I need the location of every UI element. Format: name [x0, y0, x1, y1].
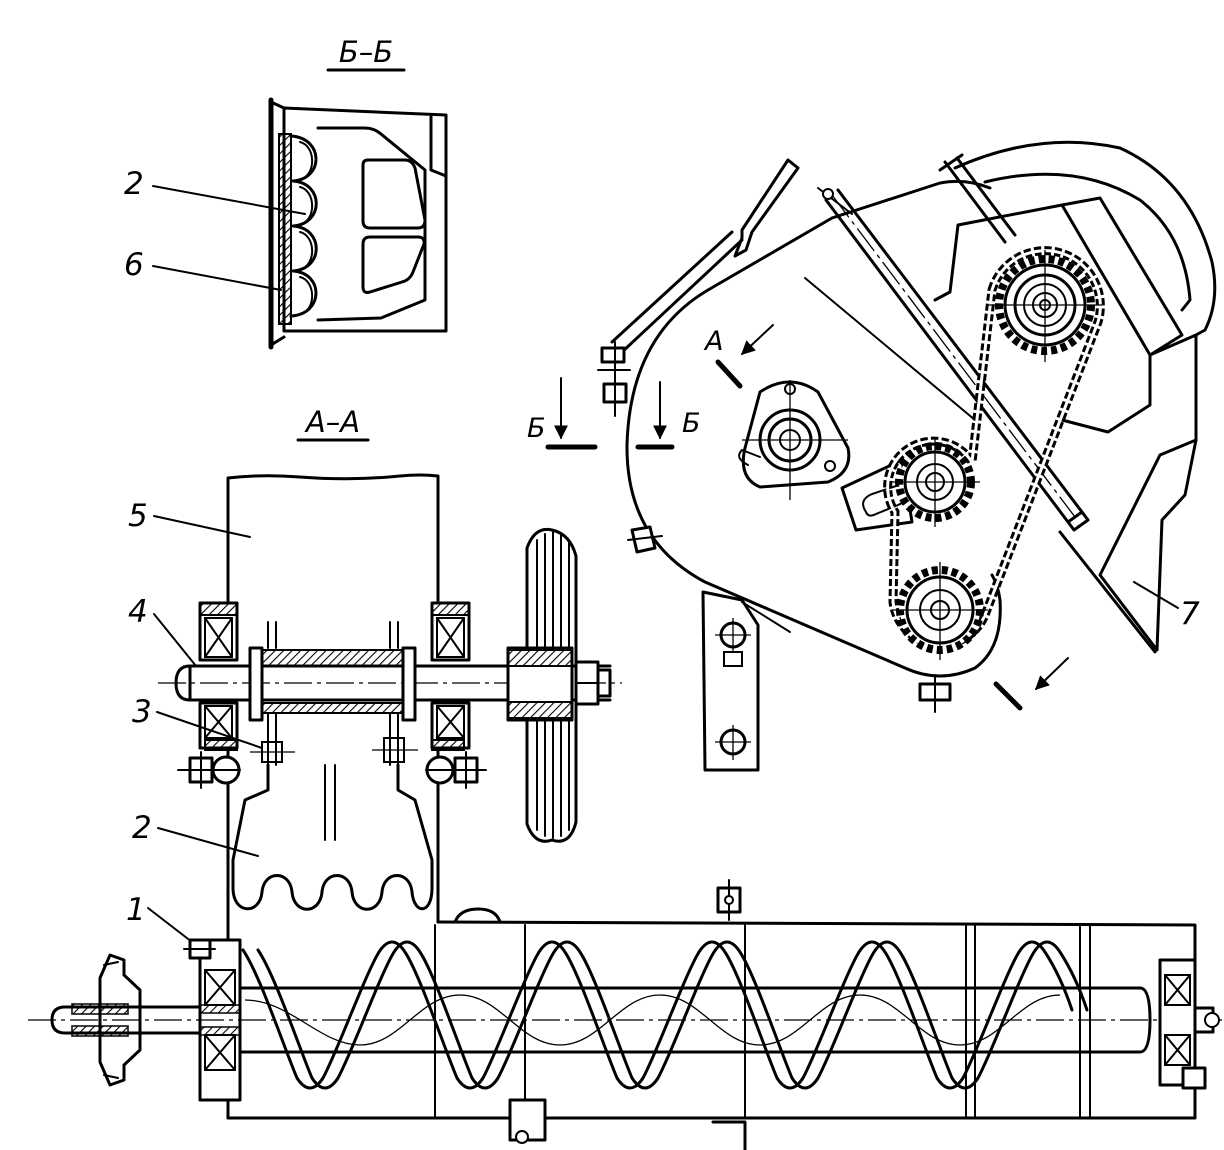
auger-assembly — [28, 879, 1222, 1150]
sprocket-upper — [988, 250, 1102, 362]
guide-bar-bolt-head — [822, 188, 834, 200]
shaft-sleeve — [248, 621, 417, 722]
guard-plate — [1060, 196, 1184, 357]
scraper-plate-outline — [316, 126, 427, 322]
cut-mark-b-right: Б — [635, 381, 701, 450]
side-view: А Б Б 7 — [527, 140, 1217, 772]
mounting-bolt-right — [425, 751, 487, 789]
leader-aa-2 — [157, 827, 259, 857]
section-aa-view: А–А — [126, 405, 622, 1120]
bearing-flange — [738, 380, 851, 500]
sprocket-middle — [890, 437, 980, 527]
trough-angle-bracket — [711, 1120, 747, 1150]
cut-mark-b-right-letter: Б — [682, 408, 701, 439]
sprocket-lower — [892, 562, 988, 660]
pulley-nut — [574, 660, 612, 706]
cut-mark-a-letter: А — [703, 326, 723, 357]
auger-flight-edge — [256, 940, 1089, 1090]
casing-bolt-bottom — [918, 674, 952, 713]
section-bb-view: Б–Б 2 6 — [124, 35, 448, 350]
section-bb-title: Б–Б — [339, 35, 393, 69]
lever-bolt-stack — [597, 341, 631, 417]
callout-aa-2: 2 — [132, 810, 152, 846]
casing-bolt-left — [627, 525, 663, 554]
callout-aa-4: 4 — [128, 594, 148, 630]
chain-cover-outer — [953, 140, 1217, 332]
casing-lower-right-edge — [1058, 530, 1157, 654]
casing-inner-edge — [804, 277, 976, 421]
trough-bracket-bottom — [508, 1098, 547, 1144]
trough-dividers — [434, 924, 1091, 1119]
plate-window-upper — [361, 158, 427, 230]
callout-aa-1: 1 — [126, 892, 146, 928]
top-bracket — [733, 158, 800, 258]
inner-housing — [933, 203, 1152, 434]
trough-top-bolt — [716, 879, 742, 921]
set-screws-lower — [250, 712, 418, 766]
scraper-scalloped-edge — [231, 874, 434, 911]
chain-cover-inner — [983, 172, 1192, 312]
section-aa-title: А–А — [304, 405, 360, 439]
leader-aa-3 — [156, 711, 263, 749]
callout-aa-5: 5 — [128, 498, 148, 534]
leader-bb-2 — [152, 185, 306, 215]
discharge-plate — [1098, 438, 1198, 652]
cut-mark-b-left-letter: Б — [527, 413, 546, 444]
v-belt-pulley — [506, 527, 578, 843]
auger-bearing-right — [1158, 958, 1220, 1090]
mounting-bracket — [701, 590, 791, 772]
mounting-bolt-left — [177, 751, 241, 789]
leader-bb-6 — [152, 265, 282, 291]
flange-edge — [269, 100, 286, 347]
cut-mark-b-left: Б — [527, 377, 598, 450]
bearing-right-lower — [430, 701, 471, 751]
casing-right-edge — [1148, 328, 1207, 442]
callout-bb-2: 2 — [124, 166, 144, 202]
seal-strip-hatched — [278, 133, 292, 325]
callout-bb-6: 6 — [124, 247, 144, 283]
scraper-rib — [324, 764, 336, 841]
auger-bearing-left — [183, 938, 242, 1102]
trough-bead — [453, 907, 502, 924]
bearing-left-lower — [198, 701, 239, 751]
auger-tube — [238, 986, 1152, 1054]
elevator-column — [226, 473, 440, 607]
guide-bar-axis — [831, 194, 1076, 518]
auger-helix-behind — [244, 994, 1061, 1046]
cut-mark-a-lower — [993, 657, 1069, 711]
scraper-body — [231, 763, 434, 890]
cut-mark-a: А — [703, 324, 774, 389]
leader-side-7 — [1133, 581, 1179, 609]
leader-aa-5 — [153, 515, 251, 538]
auger-flight — [241, 940, 1074, 1090]
plate-window-lower — [361, 235, 426, 294]
drive-casing-outline — [625, 179, 1002, 678]
leader-aa-4 — [153, 613, 197, 667]
bearing-left-upper — [198, 601, 239, 662]
housing-step — [429, 115, 448, 178]
bellows-inner — [299, 141, 314, 315]
bearing-right-upper — [430, 601, 471, 662]
adjusting-lever — [610, 230, 744, 354]
bellows-outer — [289, 134, 318, 318]
callout-aa-3: 3 — [132, 694, 152, 730]
callout-side-7: 7 — [1180, 596, 1200, 632]
tension-bolt — [938, 153, 1017, 244]
